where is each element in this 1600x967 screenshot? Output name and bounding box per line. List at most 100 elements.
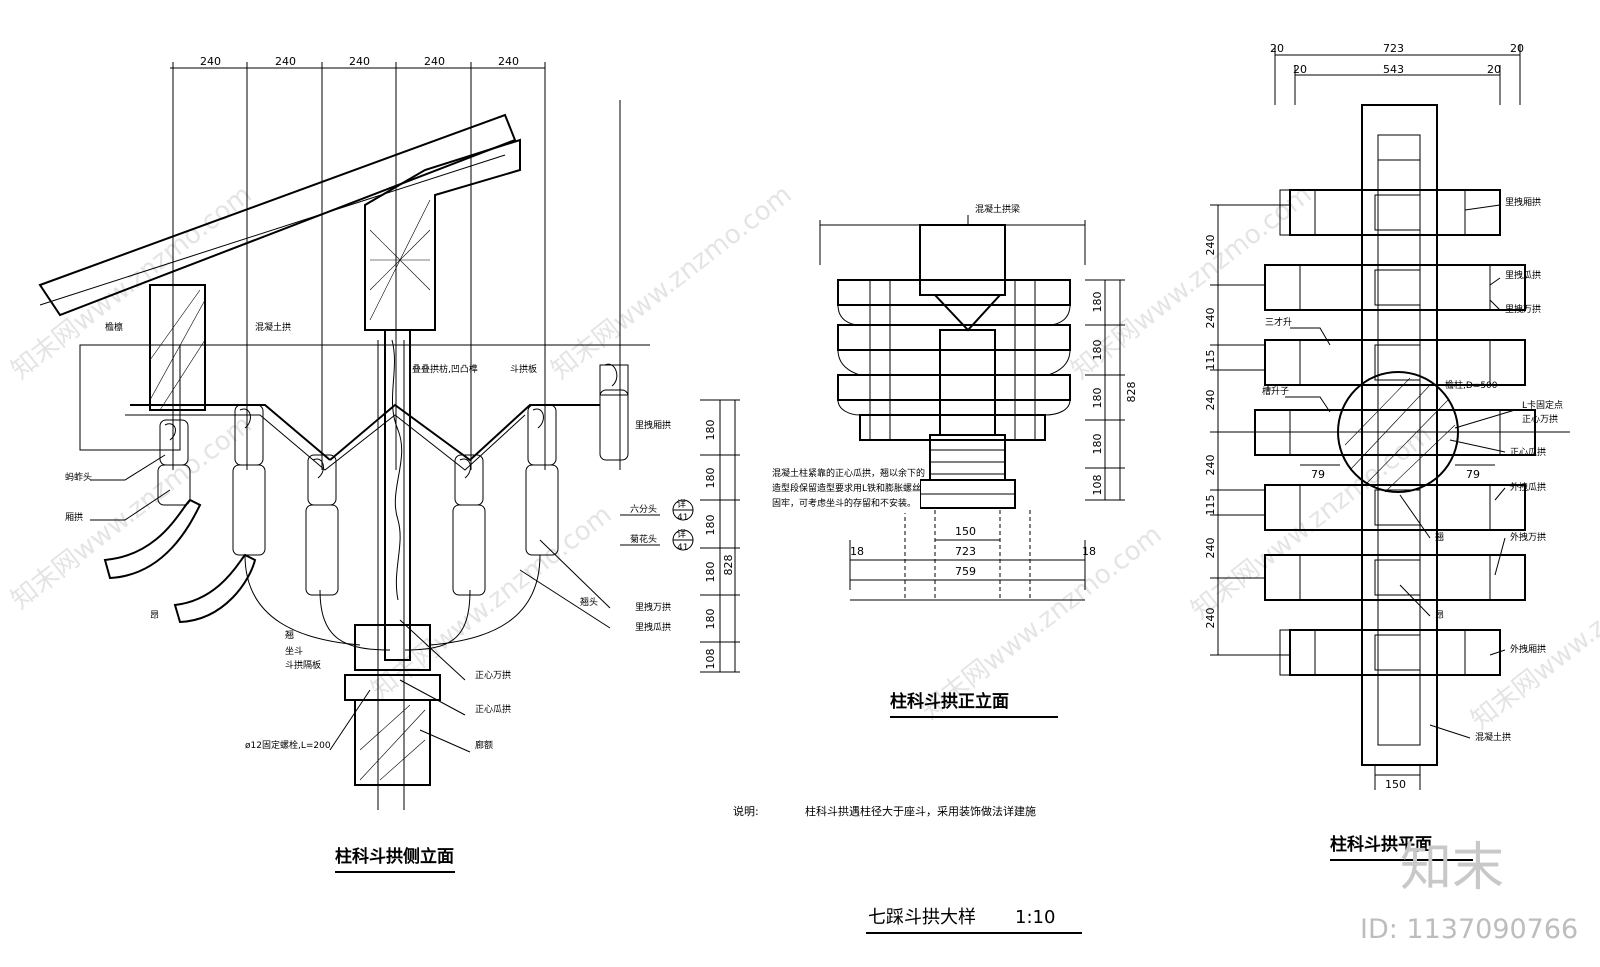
logo-text: 知末 <box>1400 838 1504 898</box>
dim-top: 20 <box>1293 63 1307 76</box>
plan-view: 723 543 20 20 20 20 <box>1204 42 1570 861</box>
watermark-text: 知末网www.znzmo.com <box>1466 530 1600 736</box>
dim-right: 180 <box>704 515 717 536</box>
plan-label: 三才升 <box>1265 316 1292 328</box>
dim-right: 180 <box>1091 388 1104 409</box>
plan-label: 外拽厢拱 <box>1510 643 1546 655</box>
dim-right: 180 <box>1091 340 1104 361</box>
detail-ref: 41 <box>677 513 688 523</box>
front-top-label: 混凝土拱梁 <box>975 203 1020 215</box>
dim-top: 20 <box>1270 42 1284 55</box>
plan-label: 正心瓜拱 <box>1510 446 1546 458</box>
dim-right: 180 <box>704 562 717 583</box>
dim-right: 180 <box>704 420 717 441</box>
label: 坐斗 <box>285 646 303 657</box>
dim-bottom: 18 <box>850 545 864 558</box>
front-elevation: 混凝土拱梁 <box>770 203 1138 718</box>
side-elevation: 240 240 240 240 240 <box>38 55 740 873</box>
dim-left: 115 <box>1204 350 1217 371</box>
label: 翘头 <box>580 597 598 608</box>
note-text: 柱科斗拱遇柱径大于座斗，采用装饰做法详建施 <box>805 804 1036 818</box>
plan-label: 里拽厢拱 <box>1505 196 1541 208</box>
label: 斗拱板 <box>510 363 537 375</box>
dim-bottom: 150 <box>1385 778 1406 791</box>
plan-label: L卡固定点 <box>1522 399 1563 411</box>
label: 六分头 <box>630 503 657 515</box>
dim-top: 20 <box>1487 63 1501 76</box>
dim-bottom: 150 <box>955 525 976 538</box>
detail-ref: 详 <box>677 528 686 540</box>
detail-ref: 详 <box>677 498 686 510</box>
label: 厢拱 <box>65 511 83 523</box>
label: 翘 <box>285 630 294 641</box>
front-note-line: 造型段保留造型要求用L铁和膨胀螺丝 <box>772 482 921 494</box>
main-title-text: 七踩斗拱大样 <box>868 907 976 928</box>
plan-label: 檐柱,D=500 <box>1445 379 1498 391</box>
dim-bottom: 723 <box>955 545 976 558</box>
plan-label: 翘 <box>1435 532 1444 543</box>
dim-right: 180 <box>1091 292 1104 313</box>
note: 说明: 柱科斗拱遇柱径大于座斗，采用装饰做法详建施 <box>733 804 1036 818</box>
id-text: ID: 1137090766 <box>1360 914 1578 945</box>
label: 正心万拱 <box>475 669 511 681</box>
watermark-layer: 知末网www.znzmo.com 知末网www.znzmo.com 知末网www… <box>6 180 1600 736</box>
dim-right-total: 828 <box>722 555 735 576</box>
label: 檐檩 <box>105 321 123 333</box>
front-title: 柱科斗拱正立面 <box>890 691 1009 712</box>
dim-right-total: 828 <box>1125 382 1138 403</box>
dim-left: 115 <box>1204 495 1217 516</box>
dim-left: 240 <box>1204 608 1217 629</box>
dim-top: 240 <box>349 55 370 68</box>
dim-top: 543 <box>1383 63 1404 76</box>
scale-text: 1:10 <box>1015 907 1055 928</box>
dim-bottom: 759 <box>955 565 976 578</box>
label: 里拽厢拱 <box>635 419 671 431</box>
dim-top: 20 <box>1510 42 1524 55</box>
dim-left: 240 <box>1204 390 1217 411</box>
label: 蚂蚱头 <box>65 471 92 483</box>
bracket-tiers <box>837 279 1071 509</box>
plan-label: 里拽瓜拱 <box>1505 269 1541 281</box>
dim-top: 240 <box>498 55 519 68</box>
watermark-text: 知末网www.znzmo.com <box>546 180 798 386</box>
dim-right: 180 <box>704 609 717 630</box>
plan-label: 昂 <box>1435 610 1444 621</box>
dim-right: 180 <box>704 468 717 489</box>
label: 菊花头 <box>630 533 657 545</box>
label: 叠叠拱枋,凹凸榫 <box>412 363 478 375</box>
side-title: 柱科斗拱侧立面 <box>335 846 454 867</box>
plan-label: 外拽万拱 <box>1510 531 1546 543</box>
label: 廊额 <box>475 739 493 751</box>
dim-left: 240 <box>1204 538 1217 559</box>
front-note-line: 固牢，可考虑坐斗的存留和不安装。 <box>772 497 916 509</box>
plan-label: 槽升子 <box>1262 385 1289 397</box>
label: 正心瓜拱 <box>475 703 511 715</box>
plan-label: 外拽瓜拱 <box>1510 481 1546 493</box>
dim-top: 723 <box>1383 42 1404 55</box>
dim-left: 240 <box>1204 455 1217 476</box>
label: 斗拱隔板 <box>285 659 321 671</box>
dim-right: 180 <box>1091 434 1104 455</box>
dim-top: 240 <box>200 55 221 68</box>
label: 里拽瓜拱 <box>635 621 671 633</box>
dim-right: 108 <box>1091 475 1104 496</box>
dim-left: 240 <box>1204 308 1217 329</box>
brand-watermark: 知末 ID: 1137090766 <box>1360 838 1578 945</box>
plan-title: 柱科斗拱平面 <box>1330 834 1432 855</box>
note-label: 说明: <box>733 804 759 818</box>
plan-label: 里拽万拱 <box>1505 303 1541 315</box>
plan-label: 正心万拱 <box>1522 413 1558 425</box>
dim-bottom: 18 <box>1082 545 1096 558</box>
plan-label: 混凝土拱 <box>1475 731 1511 743</box>
main-title: 七踩斗拱大样 1:10 <box>866 907 1082 934</box>
label: 里拽万拱 <box>635 601 671 613</box>
dim-top: 240 <box>275 55 296 68</box>
detail-ref: 41 <box>677 543 688 553</box>
label: ø12固定螺栓,L=200 <box>245 739 331 751</box>
label: 昂 <box>150 610 159 621</box>
watermark-text: 知末网www.znzmo.com <box>6 180 258 386</box>
front-note-line: 混凝土柱紧靠的正心瓜拱，翘以余下的 <box>772 467 925 479</box>
label: 混凝土拱 <box>255 321 291 333</box>
bracket-stack <box>157 363 629 596</box>
